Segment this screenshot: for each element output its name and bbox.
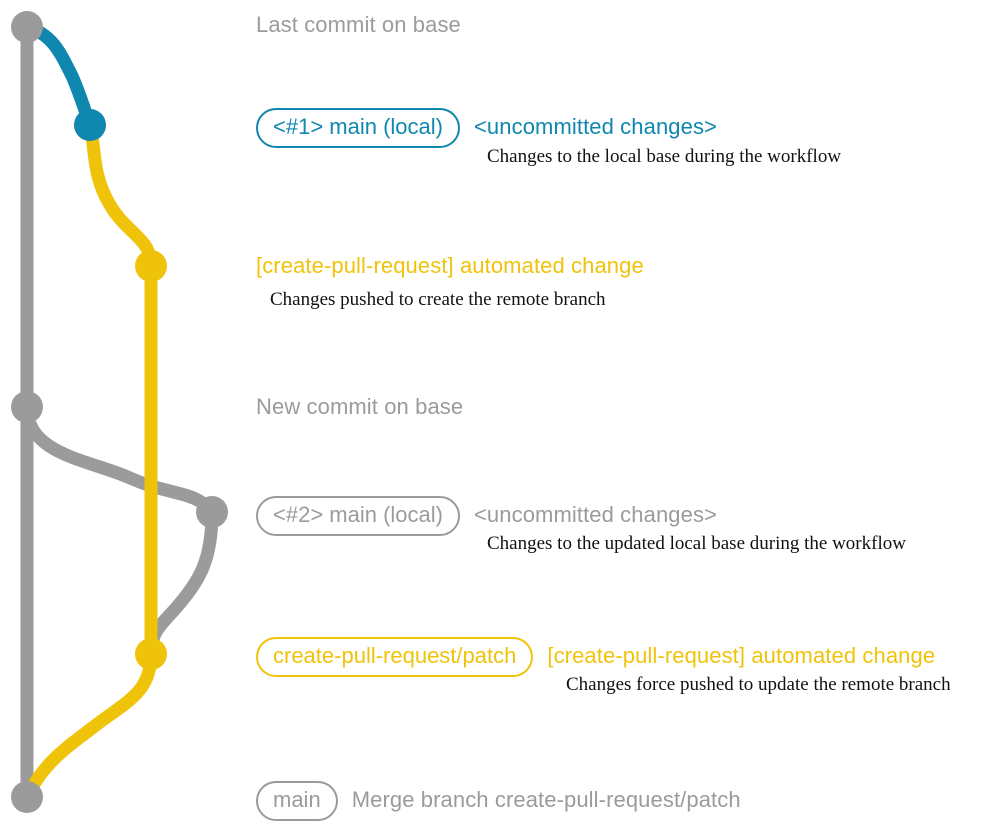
edge-merge-node-to-patch <box>144 505 219 661</box>
commit-subject: Merge branch create-pull-request/patch <box>351 787 741 812</box>
commit-row-last-commit-on-base: Last commit on base <box>256 12 461 38</box>
commit-subject: <uncommitted changes> <box>473 502 718 527</box>
commit-subject: Last commit on base <box>256 12 461 37</box>
commit-node-main-local-1 <box>74 109 106 141</box>
commit-node-merge-commit <box>11 781 43 813</box>
ref-badge-main[interactable]: main <box>256 781 338 821</box>
commit-row-main-local-2: <#2> main (local) <uncommitted changes> <box>256 496 717 536</box>
commit-description-automated-change-2: Changes force pushed to update the remot… <box>566 674 951 695</box>
commit-subject: New commit on base <box>256 394 464 419</box>
commit-node-automated-change-2 <box>135 638 167 670</box>
commit-description-main-local-2: Changes to the updated local base during… <box>487 533 906 554</box>
commit-subject: [create-pull-request] automated change <box>547 643 936 668</box>
commit-node-automated-change-1 <box>135 250 167 282</box>
commit-description-main-local-1: Changes to the local base during the wor… <box>487 146 842 167</box>
commit-node-new-commit-on-base <box>11 391 43 423</box>
commit-row-new-commit-on-base: New commit on base <box>256 394 463 420</box>
ref-badge-main-local-1[interactable]: <#1> main (local) <box>256 108 460 148</box>
commit-nodes <box>11 11 228 813</box>
commit-row-merge-commit: main Merge branch create-pull-request/pa… <box>256 781 741 821</box>
commit-subject: [create-pull-request] automated change <box>256 253 644 278</box>
edge-remote-yellow-merge <box>20 647 158 804</box>
edge-base-to-merge-node <box>20 400 219 519</box>
commit-subject: <uncommitted changes> <box>473 114 718 139</box>
edge-remote-yellow-upper <box>83 118 158 273</box>
commit-node-main-local-2 <box>196 496 228 528</box>
commit-row-main-local-1: <#1> main (local) <uncommitted changes> <box>256 108 717 148</box>
edge-local-blue <box>20 20 97 132</box>
ref-badge-main-local-2[interactable]: <#2> main (local) <box>256 496 460 536</box>
ref-badge-create-pull-request-patch[interactable]: create-pull-request/patch <box>256 637 534 677</box>
commit-row-automated-change-1: [create-pull-request] automated change <box>256 253 644 279</box>
commit-description-automated-change-1: Changes pushed to create the remote bran… <box>270 289 606 310</box>
commit-row-automated-change-2: create-pull-request/patch [create-pull-r… <box>256 637 935 677</box>
commit-node-last-commit-on-base <box>11 11 43 43</box>
